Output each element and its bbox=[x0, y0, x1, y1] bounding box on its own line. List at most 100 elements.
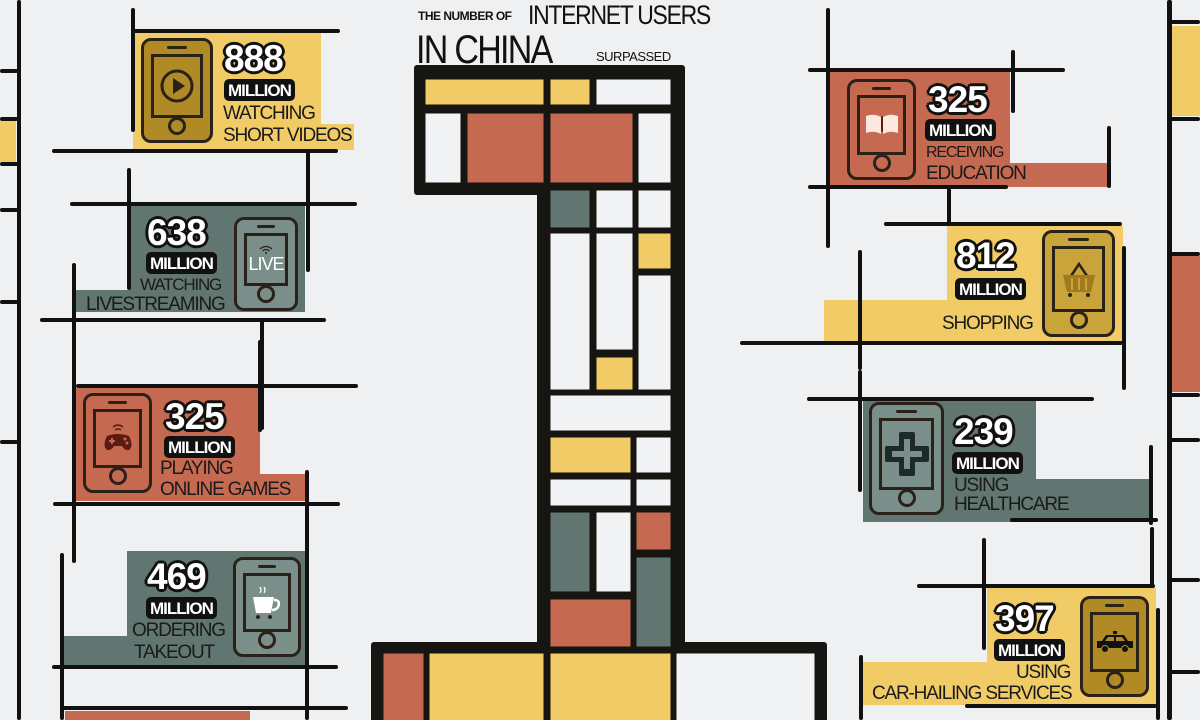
grid-line bbox=[965, 704, 1157, 708]
grid-line bbox=[53, 502, 340, 506]
stat-value: 239 bbox=[954, 411, 1014, 452]
stat-label-2: ONLINE GAMES bbox=[160, 479, 291, 500]
stat-unit: MILLION bbox=[955, 278, 1026, 300]
stat-value: 325 bbox=[928, 79, 988, 120]
grid-line bbox=[260, 320, 264, 430]
phone-icon bbox=[847, 79, 916, 180]
panel-bg bbox=[258, 474, 306, 501]
grid-line bbox=[858, 250, 862, 370]
stat-label-2: HEALTHCARE bbox=[954, 494, 1070, 515]
wifi-icon bbox=[259, 245, 273, 254]
cell bbox=[549, 652, 672, 720]
cell bbox=[637, 274, 672, 391]
grid-line bbox=[62, 706, 348, 710]
stat-label-1: ORDERING bbox=[132, 620, 226, 641]
cell bbox=[549, 78, 591, 106]
grid-line bbox=[1170, 117, 1200, 121]
cell bbox=[424, 78, 545, 106]
stat-label-1: USING bbox=[954, 475, 1009, 496]
stat-value: 888 bbox=[224, 38, 284, 79]
stat-unit: MILLION bbox=[994, 639, 1065, 661]
grid-block bbox=[1172, 256, 1200, 392]
grid-line bbox=[133, 29, 340, 33]
grid-line bbox=[1122, 246, 1126, 390]
phone-icon bbox=[1042, 230, 1115, 337]
grid-line bbox=[1167, 0, 1172, 720]
panel-bg-partial bbox=[65, 711, 250, 720]
grid-line bbox=[1150, 527, 1154, 587]
cell bbox=[466, 112, 545, 184]
title-small-2: SURPASSED bbox=[596, 49, 671, 64]
grid-line bbox=[0, 440, 18, 444]
grid-line bbox=[884, 222, 1122, 226]
grid-line bbox=[1170, 438, 1200, 442]
grid-line bbox=[1107, 126, 1111, 188]
grid-line bbox=[1170, 670, 1200, 674]
panel-bg bbox=[862, 662, 992, 705]
grid-line bbox=[0, 69, 18, 73]
stat-label-2: LIVESTREAMING bbox=[86, 294, 226, 315]
stat-label-2: SHORT VIDEOS bbox=[223, 125, 353, 146]
stat-unit: MILLION bbox=[952, 452, 1023, 474]
stat-label-2: TAKEOUT bbox=[134, 642, 215, 663]
cell bbox=[637, 189, 672, 229]
grid-line bbox=[0, 117, 18, 121]
grid-line bbox=[982, 538, 986, 650]
grid-line bbox=[1170, 578, 1200, 582]
grid-line bbox=[858, 370, 862, 492]
live-icon: LIVE bbox=[248, 253, 284, 274]
stat-label-2: CAR-HAILING SERVICES bbox=[872, 683, 1073, 704]
grid-line bbox=[52, 149, 338, 153]
grid-line bbox=[1011, 50, 1015, 113]
panel-bg bbox=[1030, 479, 1150, 522]
grid-line bbox=[1010, 518, 1158, 522]
cell bbox=[637, 112, 672, 184]
grid-line bbox=[0, 208, 18, 212]
phone-icon bbox=[869, 402, 944, 515]
cell bbox=[595, 511, 632, 593]
stat-value: 325 bbox=[165, 396, 225, 437]
cell bbox=[637, 232, 672, 270]
grid-line bbox=[305, 470, 309, 720]
panel-bg bbox=[63, 636, 133, 665]
stat-label-1: SHOPPING bbox=[942, 313, 1034, 334]
book-icon bbox=[865, 114, 898, 134]
grid-line bbox=[1149, 445, 1153, 525]
stat-label-1: USING bbox=[1016, 662, 1071, 683]
title-big-2: IN CHINA bbox=[416, 28, 553, 72]
grid-line bbox=[52, 665, 338, 669]
grid-line bbox=[740, 341, 1123, 345]
cell bbox=[549, 436, 632, 474]
cell bbox=[549, 598, 632, 648]
cell bbox=[549, 511, 591, 593]
cell bbox=[595, 189, 634, 229]
grid-line bbox=[808, 185, 1008, 189]
cell bbox=[635, 478, 672, 507]
play-icon bbox=[160, 69, 194, 103]
stat-value: 812 bbox=[956, 235, 1016, 276]
cell bbox=[635, 556, 672, 648]
grid-line bbox=[0, 300, 18, 304]
gamepad-icon bbox=[104, 423, 131, 450]
phone-icon bbox=[233, 557, 301, 657]
basket-icon bbox=[1062, 261, 1095, 297]
stat-label-1: PLAYING bbox=[160, 458, 234, 479]
cell bbox=[549, 112, 634, 184]
stat-unit: MILLION bbox=[146, 252, 217, 274]
cell bbox=[549, 478, 632, 507]
cell bbox=[595, 78, 672, 106]
grid-line bbox=[807, 397, 1094, 401]
grid-line bbox=[1170, 393, 1200, 397]
cell bbox=[595, 356, 634, 391]
grid-line bbox=[131, 8, 135, 132]
panel-bg bbox=[300, 124, 354, 150]
stat-unit: MILLION bbox=[146, 597, 217, 619]
cell bbox=[595, 232, 634, 351]
phone-icon bbox=[1080, 596, 1149, 697]
medical-cross-icon bbox=[884, 432, 929, 476]
stat-unit: MILLION bbox=[164, 436, 235, 458]
grid-line bbox=[859, 655, 863, 720]
grid-line bbox=[1156, 608, 1160, 720]
stat-value: 397 bbox=[995, 598, 1055, 639]
grid-block bbox=[0, 120, 16, 162]
